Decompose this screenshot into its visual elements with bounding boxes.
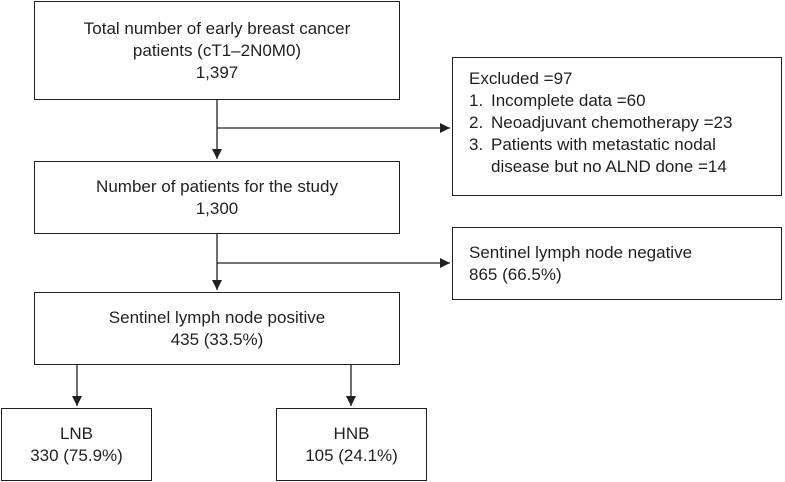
hnb-value: 105 (24.1%) [305, 445, 398, 465]
sln-negative-line1: Sentinel lymph node negative [469, 243, 693, 262]
excluded-item-1-num: 1. [469, 91, 484, 110]
excluded-item-2-text: Neoadjuvant chemotherapy =23 [491, 113, 733, 132]
lnb-value: 330 (75.9%) [30, 445, 123, 465]
excluded-item-1: 1. Incomplete data =60 [469, 90, 781, 112]
total-patients-value: 1,397 [195, 62, 239, 82]
lnb-box: LNB 330 (75.9%) [1, 408, 152, 481]
excluded-item-3-text: Patients with metastatic nodal disease b… [491, 134, 727, 178]
excluded-item-3-line1: Patients with metastatic nodal [491, 135, 716, 154]
total-patients-line1: Total number of early breast cancer [83, 18, 351, 38]
sln-positive-value: 435 (33.5%) [170, 329, 264, 349]
excluded-item-2-num: 2. [469, 113, 484, 132]
total-patients-box: Total number of early breast cancer pati… [34, 1, 400, 100]
hnb-label: HNB [333, 423, 370, 443]
excluded-item-3-line2: disease but no ALND done =14 [491, 157, 727, 176]
excluded-title: Excluded =97 [469, 69, 573, 88]
sln-negative-value: 865 (66.5%) [469, 265, 562, 284]
excluded-item-3-num: 3. [469, 135, 484, 154]
excluded-box: Excluded =97 1. Incomplete data =60 2. N… [452, 57, 782, 196]
study-patients-box: Number of patients for the study 1,300 [34, 161, 400, 234]
lnb-label: LNB [59, 423, 94, 443]
excluded-item-3: 3. Patients with metastatic nodal diseas… [469, 134, 781, 178]
excluded-item-1-text: Incomplete data =60 [491, 91, 646, 110]
sln-positive-box: Sentinel lymph node positive 435 (33.5%) [34, 292, 400, 365]
total-patients-line2: patients (cT1–2N0M0) [132, 40, 302, 60]
excluded-list: 1. Incomplete data =60 2. Neoadjuvant ch… [469, 90, 781, 178]
sln-positive-line1: Sentinel lymph node positive [108, 307, 326, 327]
hnb-box: HNB 105 (24.1%) [276, 408, 427, 481]
sln-negative-box: Sentinel lymph node negative 865 (66.5%) [452, 227, 782, 300]
study-patients-line1: Number of patients for the study [96, 176, 338, 196]
excluded-item-2: 2. Neoadjuvant chemotherapy =23 [469, 112, 781, 134]
study-patients-value: 1,300 [195, 198, 239, 218]
